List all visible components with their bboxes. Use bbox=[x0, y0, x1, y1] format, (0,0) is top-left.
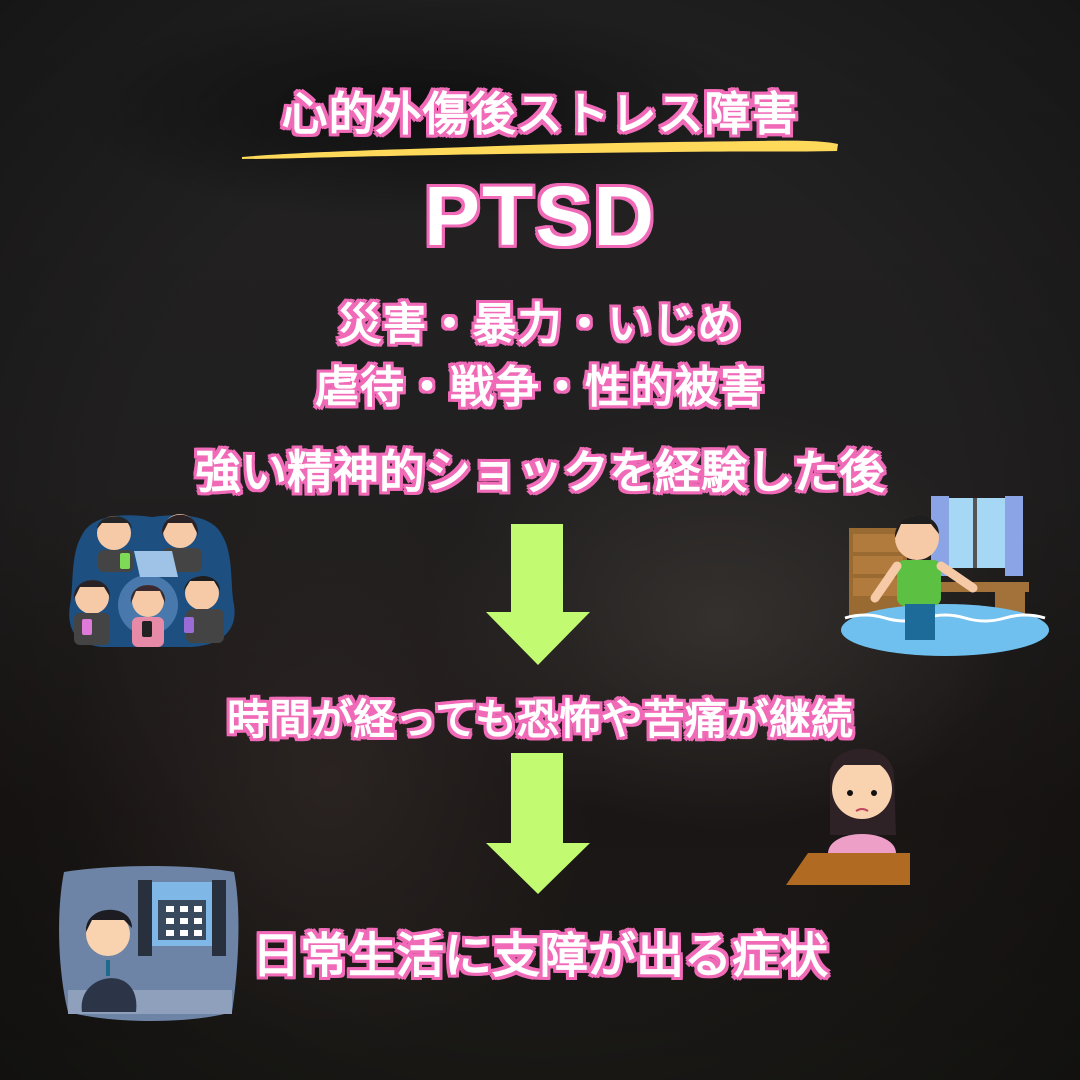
flow-step-1: 強い精神的ショックを経験した後 bbox=[195, 445, 885, 499]
flooded-room-icon bbox=[841, 496, 1049, 656]
sad-girl-desk-icon bbox=[786, 748, 910, 885]
causes-line-1: 災害・暴力・いじめ bbox=[337, 299, 743, 350]
bullying-group-icon bbox=[69, 514, 235, 647]
arrow-down-icon bbox=[486, 524, 590, 665]
withdrawn-man-icon bbox=[59, 866, 239, 1021]
page-title: PTSD bbox=[423, 169, 657, 263]
arrow-down-icon bbox=[486, 753, 590, 894]
brush-underline bbox=[242, 140, 838, 159]
flow-step-3: 日常生活に支障が出る症状 bbox=[251, 928, 828, 984]
causes-line-2: 虐待・戦争・性的被害 bbox=[315, 362, 765, 413]
flow-step-2: 時間が経っても恐怖や苦痛が継続 bbox=[227, 695, 853, 744]
subtitle: 心的外傷後ストレス障害 bbox=[281, 87, 799, 141]
